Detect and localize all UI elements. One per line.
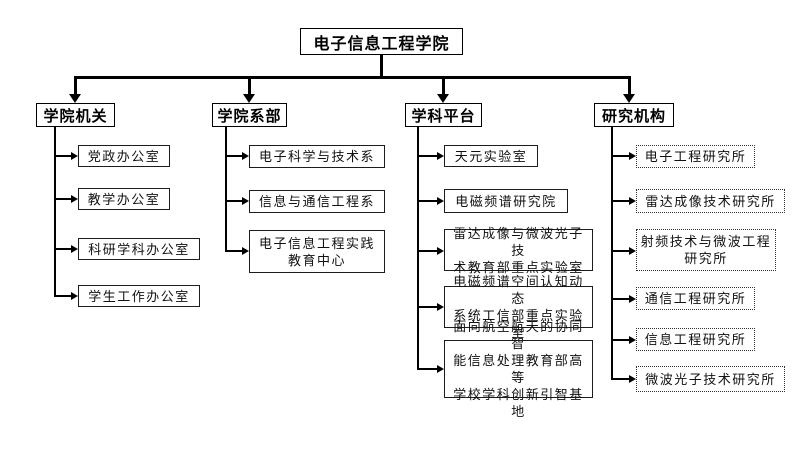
- connector-bus: [74, 76, 631, 79]
- connector-down-stem: [74, 76, 77, 94]
- org-unit-box: 党政办公室: [78, 145, 170, 167]
- arrow-right-icon: [437, 303, 444, 311]
- arrow-right-icon: [71, 245, 78, 253]
- arrow-right-icon: [437, 247, 444, 255]
- branch-header-pingtai: 学科平台: [405, 103, 482, 127]
- arrow-right-icon: [71, 292, 78, 300]
- connector-line: [417, 200, 437, 202]
- arrow-right-icon: [629, 197, 636, 205]
- arrow-right-icon: [629, 336, 636, 344]
- connector-line: [611, 378, 630, 380]
- arrow-right-icon: [242, 152, 249, 160]
- org-unit-box: 通信工程研究所: [636, 287, 755, 310]
- connector-line: [417, 250, 437, 252]
- connector-drop-line: [225, 127, 227, 251]
- org-unit-box: 电子科学与技术系: [249, 145, 385, 168]
- org-unit-box: 电磁频谱研究院: [444, 189, 568, 213]
- connector-line: [611, 298, 630, 300]
- arrow-down-icon: [69, 94, 81, 103]
- root-box: 电子信息工程学院: [300, 28, 463, 55]
- connector-line: [54, 198, 71, 200]
- connector-drop-line: [417, 127, 419, 369]
- connector-line: [225, 155, 242, 157]
- arrow-right-icon: [629, 247, 636, 255]
- org-unit-box: 科研学科办公室: [78, 238, 200, 260]
- connector-line: [611, 339, 630, 341]
- connector-line: [54, 295, 71, 297]
- arrow-right-icon: [242, 247, 249, 255]
- org-unit-box: 天元实验室: [444, 145, 538, 167]
- connector-line: [417, 155, 437, 157]
- connector-line: [225, 250, 242, 252]
- connector-down-stem: [628, 76, 631, 94]
- connector-line: [225, 200, 242, 202]
- connector-root-stem: [380, 55, 383, 77]
- arrow-right-icon: [242, 197, 249, 205]
- org-unit-box: 射频技术与微波工程 研究所: [636, 229, 776, 271]
- org-unit-box: 面向航空航天的协同智 能信息处理教育部高等 学校学科创新引智基地: [444, 319, 593, 419]
- connector-line: [611, 155, 630, 157]
- connector-line: [417, 368, 437, 370]
- branch-header-jiguan: 学院机关: [36, 103, 115, 127]
- org-unit-box: 信息与通信工程系: [249, 190, 385, 213]
- arrow-right-icon: [629, 295, 636, 303]
- arrow-right-icon: [437, 197, 444, 205]
- org-unit-box: 学生工作办公室: [78, 285, 200, 307]
- org-unit-box: 信息工程研究所: [636, 328, 755, 351]
- connector-down-stem: [248, 76, 251, 94]
- arrow-down-icon: [623, 94, 635, 103]
- arrow-right-icon: [71, 152, 78, 160]
- org-unit-box: 电子信息工程实践 教育中心: [249, 230, 385, 273]
- arrow-right-icon: [437, 152, 444, 160]
- org-unit-box: 雷达成像与微波光子技 术教育部重点实验室: [444, 226, 593, 275]
- arrow-right-icon: [71, 195, 78, 203]
- connector-line: [611, 250, 630, 252]
- connector-line: [611, 200, 630, 202]
- org-unit-box: 电磁频谱空间认知动态 系统工信部重点实验室: [444, 274, 593, 340]
- connector-drop-line: [54, 127, 56, 297]
- org-unit-box: 雷达成像技术研究所: [636, 189, 785, 213]
- arrow-right-icon: [629, 375, 636, 383]
- arrow-right-icon: [629, 152, 636, 160]
- org-unit-box: 微波光子技术研究所: [636, 366, 785, 392]
- branch-header-yanjiu: 研究机构: [594, 103, 674, 127]
- connector-line: [417, 306, 437, 308]
- arrow-down-icon: [437, 94, 449, 103]
- org-unit-box: 电子工程研究所: [636, 145, 755, 168]
- connector-drop-line: [611, 127, 613, 380]
- connector-down-stem: [442, 76, 445, 94]
- connector-line: [54, 155, 71, 157]
- arrow-right-icon: [437, 365, 444, 373]
- connector-line: [54, 248, 71, 250]
- org-unit-box: 教学办公室: [78, 188, 170, 210]
- branch-header-xibu: 学院系部: [212, 103, 287, 127]
- arrow-down-icon: [243, 94, 255, 103]
